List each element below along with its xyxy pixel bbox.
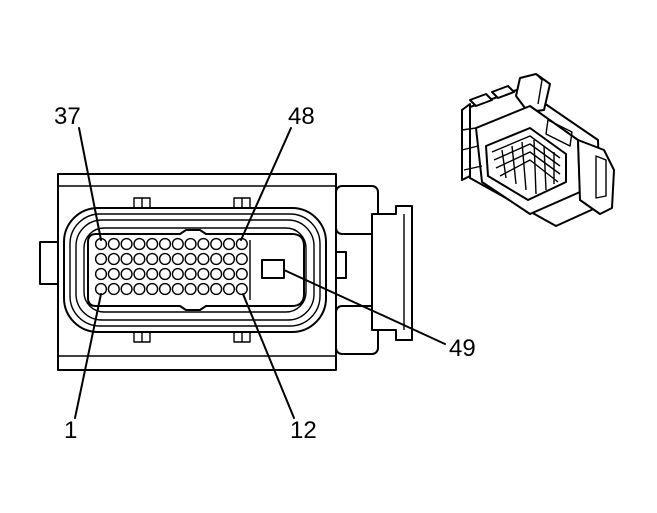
- pin-cavity: [184, 282, 197, 296]
- pin-cavity: [133, 267, 146, 281]
- pin-cavity: [158, 282, 172, 296]
- connector-left-tab: [39, 241, 59, 285]
- isometric-pin-cells: [491, 135, 561, 195]
- connector-front-view: [39, 173, 413, 371]
- pin-cavity: [184, 237, 197, 251]
- pin-cavity: [146, 252, 159, 266]
- pin-cavity: [158, 267, 172, 281]
- pin-cavity: [222, 237, 236, 251]
- pin-cavity: [94, 252, 108, 266]
- pin-cavity: [171, 252, 184, 266]
- pin-cavity: [120, 252, 133, 266]
- pin-cavity: [210, 267, 223, 281]
- callout-37: 37: [54, 103, 81, 130]
- pin-cavity: [133, 282, 146, 296]
- leader-12: [242, 293, 295, 419]
- leader-lines: [74, 127, 446, 419]
- pin-grid: [94, 237, 248, 296]
- pin-cavity: [197, 282, 210, 296]
- pin-cavity: [146, 282, 159, 296]
- pin-cavity: [120, 282, 133, 296]
- pin-cavity: [107, 237, 120, 251]
- pin-cavity: [235, 282, 248, 296]
- pin-cavity: [133, 252, 146, 266]
- pin-cavity: [158, 252, 172, 266]
- pin-cavity: [197, 237, 210, 251]
- leader-49: [283, 269, 446, 345]
- pin-cavity: [107, 252, 120, 266]
- pin-cavity: [107, 267, 120, 281]
- pin-cavity: [94, 267, 108, 281]
- connector-isometric-view: [461, 73, 615, 227]
- pin-cavity: [171, 267, 184, 281]
- pin-cavity: [94, 282, 108, 296]
- pin-cavity: [120, 237, 133, 251]
- pin-cavity: [184, 252, 197, 266]
- pin-cavity: [158, 237, 172, 251]
- connector-side-latch: [327, 185, 413, 355]
- pin-cavity: [197, 267, 210, 281]
- pin-cavity: [107, 282, 120, 296]
- callout-48: 48: [288, 103, 315, 130]
- pin-cavity: [210, 282, 223, 296]
- pin-cavity: [235, 267, 248, 281]
- pin-cavity: [171, 237, 184, 251]
- pin-cavity: [222, 252, 236, 266]
- pin-cavity: [197, 252, 210, 266]
- leader-1: [74, 293, 102, 419]
- pin-cavity: [146, 237, 159, 251]
- pin-cavity: [210, 252, 223, 266]
- pin-cavity: [120, 267, 133, 281]
- pin-cavity: [210, 237, 223, 251]
- leader-48: [240, 127, 292, 241]
- pin-cavity: [184, 267, 197, 281]
- leader-37: [78, 127, 102, 241]
- callout-labels: 37 48 1 12 49: [54, 103, 476, 444]
- callout-1: 1: [64, 417, 77, 444]
- pin-cavity: [133, 237, 146, 251]
- pin-cavity: [235, 252, 248, 266]
- pin-cavity: [146, 267, 159, 281]
- callout-49: 49: [449, 335, 476, 362]
- pin-cavity: [222, 282, 236, 296]
- pin-49-terminal: [261, 259, 285, 279]
- pin-cavity: [171, 282, 184, 296]
- pin-cavity: [222, 267, 236, 281]
- callout-12: 12: [290, 417, 317, 444]
